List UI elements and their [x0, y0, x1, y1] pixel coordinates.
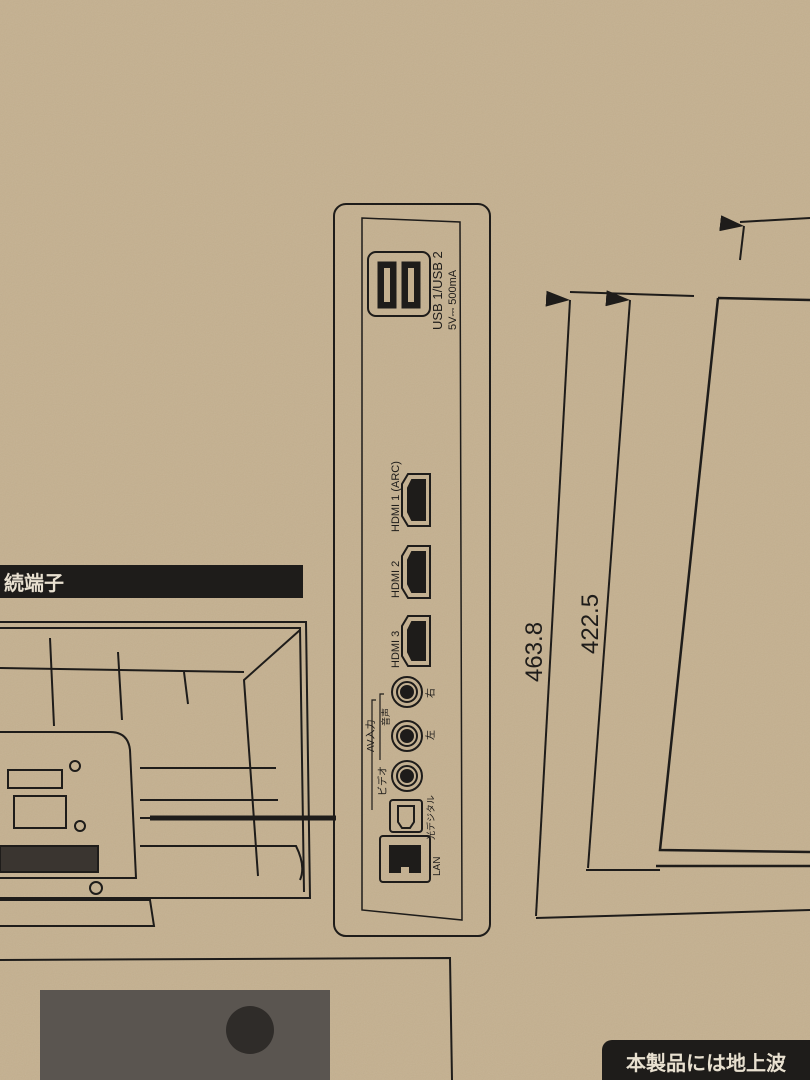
hdmi3-label: HDMI 3 [390, 631, 402, 668]
audio-label: 音声 [380, 708, 391, 726]
hdmi2-label: HDMI 2 [390, 561, 402, 598]
section-header: 続端子 [4, 571, 64, 595]
tv-screen-image [40, 990, 330, 1080]
hdmi-port-icon [401, 615, 431, 667]
inner-height-dimension: 422.5 [577, 594, 604, 654]
section-header-bar [0, 565, 303, 598]
left-label: 左 [424, 730, 437, 740]
optical-port-icon [389, 799, 423, 833]
rca-jack-icon [391, 720, 423, 752]
usb-label: USB 1/USB 2 [430, 251, 445, 330]
port-panel [333, 203, 491, 937]
lan-port-icon [379, 835, 431, 883]
dimension-lines [535, 215, 810, 919]
notice-text: 本製品には地上波 [626, 1051, 787, 1075]
bottom-image-box [0, 956, 453, 1080]
hdmi-port-icon [401, 545, 431, 599]
notice-label-bg [602, 1040, 810, 1080]
hdmi-port-icon [401, 473, 431, 527]
optical-label: 光デジタル [425, 795, 436, 840]
hdmi1-label: HDMI 1 (ARC) [390, 461, 402, 532]
video-label: ビデオ [376, 766, 389, 796]
lan-label: LAN [432, 857, 443, 876]
outer-height-dimension: 463.8 [521, 622, 548, 682]
usb-spec: 5V⎓ 500mA [447, 269, 459, 330]
av-input-label: AV入力 [364, 719, 377, 752]
rca-jack-icon [391, 676, 423, 708]
tv-back-diagram [0, 621, 336, 927]
rca-jack-icon [391, 760, 423, 792]
right-label: 右 [424, 688, 437, 698]
usb-ports-icon [367, 251, 431, 317]
